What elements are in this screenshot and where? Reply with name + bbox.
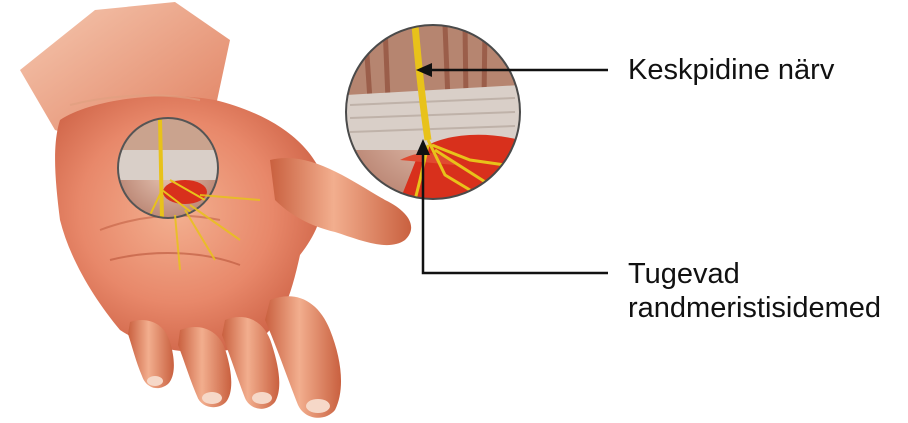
hand-illustration [20, 2, 411, 418]
nail-index [306, 399, 330, 413]
ligament-label-line1: Tugevad [628, 257, 881, 291]
ligament-label: Tugevad randmeristisidemed [628, 257, 881, 325]
nail-middle [252, 392, 272, 404]
finger-index [265, 296, 341, 418]
zoom-inset-circle [346, 25, 520, 200]
nail-ring [202, 392, 222, 404]
ligament-label-line2: randmeristisidemed [628, 291, 881, 325]
nail-little [147, 376, 163, 386]
median-nerve-label: Keskpidine närv [628, 53, 834, 87]
